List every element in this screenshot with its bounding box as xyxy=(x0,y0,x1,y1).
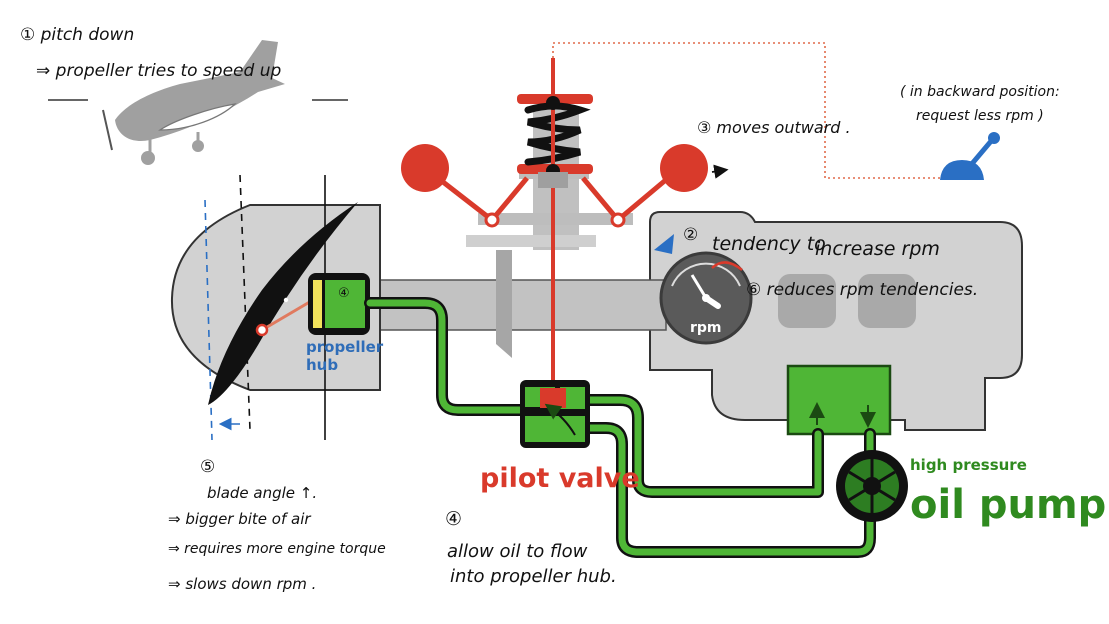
propeller-hub-label-1: propeller xyxy=(306,338,384,356)
note-6: ⑥ reduces rpm tendencies. xyxy=(746,280,978,300)
pilot-valve-label: pilot valve xyxy=(480,463,640,494)
control-cable xyxy=(552,42,969,179)
note-5-line-4: ⇒ slows down rpm . xyxy=(168,575,316,593)
oil-pump-label-big: oil pump xyxy=(910,482,1106,528)
hub-piston xyxy=(308,273,370,335)
propeller-hub-label-2: hub xyxy=(306,356,338,374)
pilot-valve xyxy=(520,380,590,448)
rpm-gauge-label: rpm xyxy=(690,320,722,336)
oil-lines xyxy=(364,297,876,558)
note-1-line-1: ① pitch down xyxy=(20,25,134,45)
engine-block xyxy=(649,211,1023,431)
note-2-line-1: tendency to xyxy=(712,233,826,255)
oil-pump-label-small: high pressure xyxy=(910,456,1027,474)
airplane-icon xyxy=(48,40,348,165)
note-5-line-3: ⇒ requires more engine torque xyxy=(168,541,386,557)
note-4-line-2: into propeller hub. xyxy=(450,566,617,587)
note-2-number: ② xyxy=(683,225,698,245)
oil-pump-housing xyxy=(786,364,892,436)
note-1-line-2: ⇒ propeller tries to speed up xyxy=(36,61,281,81)
cylinder-1 xyxy=(778,274,836,328)
note-5-line-1: blade angle ↑. xyxy=(207,484,317,502)
blade-ref-line-2 xyxy=(239,174,251,431)
cylinder-2 xyxy=(858,274,916,328)
note-5-line-2: ⇒ bigger bite of air xyxy=(168,510,311,528)
rpm-gauge-icon xyxy=(654,234,753,345)
propeller-blade xyxy=(208,202,358,405)
note-3: ③ moves outward . xyxy=(697,118,851,137)
hub-step-mark: ④ xyxy=(338,286,350,301)
flyweights xyxy=(401,144,729,228)
note-4-line-1: allow oil to flow xyxy=(447,541,588,562)
note-2-line-2: increase rpm xyxy=(815,238,940,260)
rpm-lever-icon[interactable] xyxy=(940,132,1000,180)
note-3-aside-line-2: request less rpm ) xyxy=(916,108,1044,124)
speeder-spring xyxy=(517,58,593,396)
note-3-aside-line-1: ( in backward position: xyxy=(900,84,1060,100)
oil-pump-impeller-icon xyxy=(836,450,908,522)
note-4-number: ④ xyxy=(445,508,462,530)
note-5-number: ⑤ xyxy=(200,457,215,477)
